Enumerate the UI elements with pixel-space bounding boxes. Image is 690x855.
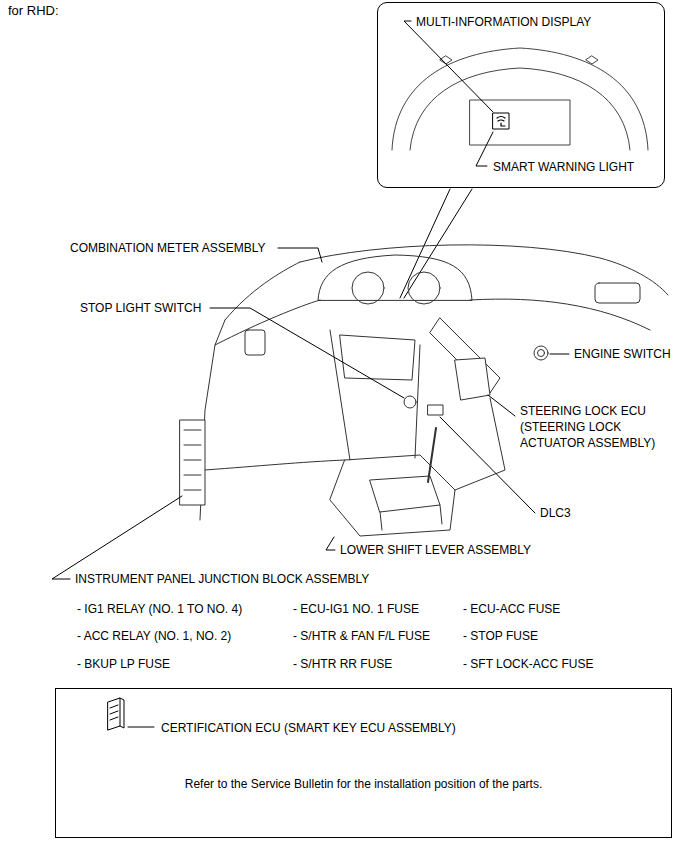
fuse-relay-item: - SFT LOCK-ACC FUSE [463, 656, 593, 672]
junction-block-detail [184, 430, 201, 490]
floor [205, 398, 505, 490]
vent [595, 283, 640, 303]
leader-line [210, 308, 404, 398]
fuse-relay-item: - STOP FUSE [463, 628, 538, 644]
fuse-relay-item: - S/HTR RR FUSE [293, 656, 392, 672]
leader-line [326, 537, 335, 550]
part-label: ENGINE SWITCH [574, 346, 671, 362]
leader-line [476, 132, 493, 166]
dashboard [180, 245, 668, 536]
part-label: CERTIFICATION ECU (SMART KEY ECU ASSEMBL… [161, 720, 456, 736]
center-display [340, 335, 415, 380]
fuse-relay-item: - S/HTR & FAN F/L FUSE [293, 628, 430, 644]
junction-block [180, 420, 205, 505]
gauge [352, 272, 384, 304]
part-label: SMART WARNING LIGHT [493, 159, 634, 175]
part-label: COMBINATION METER ASSEMBLY [70, 240, 266, 256]
shift-lever [428, 428, 436, 482]
console [330, 455, 455, 536]
meter-arc [410, 68, 630, 150]
meter-hood [318, 255, 472, 300]
engine-switch [534, 346, 548, 360]
display-outline [470, 100, 570, 145]
dash-face [215, 300, 320, 345]
vent [245, 330, 265, 355]
part-label: MULTI-INFORMATION DISPLAY [416, 14, 591, 30]
center-stack [330, 330, 420, 460]
ecu-detail [110, 705, 118, 720]
part-label: STOP LIGHT SWITCH [80, 300, 201, 316]
inset-box: MULTI-INFORMATION DISPLAY SMART WARNING L… [377, 2, 665, 188]
icon-frame [493, 113, 509, 129]
ecu-side [120, 698, 124, 728]
leader-line [278, 248, 322, 262]
note-text: Refer to the Service Bulletin for the in… [56, 776, 671, 792]
fuse-relay-item: - IG1 RELAY (NO. 1 TO NO. 4) [77, 601, 242, 617]
steering-lock-ecu [455, 358, 490, 400]
gauge [408, 272, 440, 304]
leader-line [488, 395, 515, 416]
callout-pointer [400, 189, 472, 298]
fuse-relay-item: - ECU-IG1 NO. 1 FUSE [293, 601, 419, 617]
ecu-icon [108, 698, 124, 730]
fuse-relay-item: - BKUP LP FUSE [77, 656, 170, 672]
dash-top [300, 245, 668, 295]
part-label: STEERING LOCK ECU (STEERING LOCK ACTUATO… [520, 403, 675, 451]
part-label: INSTRUMENT PANEL JUNCTION BLOCK ASSEMBLY [75, 571, 369, 587]
leader-line [128, 727, 154, 728]
shift-assembly [370, 476, 442, 530]
dash-face [470, 299, 650, 330]
smart-warning-icon [493, 113, 509, 129]
dlc3 [428, 405, 443, 415]
part-label: DLC3 [540, 505, 571, 521]
icon-symbol [497, 117, 505, 127]
meter-arc [392, 48, 648, 150]
ecu-body [108, 698, 120, 730]
leader-line [404, 21, 493, 112]
leader-line [550, 354, 569, 355]
turn-indicator [586, 56, 598, 64]
note-box: CERTIFICATION ECU (SMART KEY ECU ASSEMBL… [55, 688, 672, 838]
fuse-relay-item: - ACC RELAY (NO. 1, NO. 2) [77, 628, 231, 644]
leader-line [52, 496, 182, 579]
view-note: for RHD: [8, 3, 59, 19]
engine-switch [538, 350, 545, 357]
part-label: LOWER SHIFT LEVER ASSEMBLY [340, 542, 531, 558]
fuse-relay-item: - ECU-ACC FUSE [463, 601, 560, 617]
meter-face [392, 48, 648, 150]
stop-light-switch [404, 396, 416, 408]
